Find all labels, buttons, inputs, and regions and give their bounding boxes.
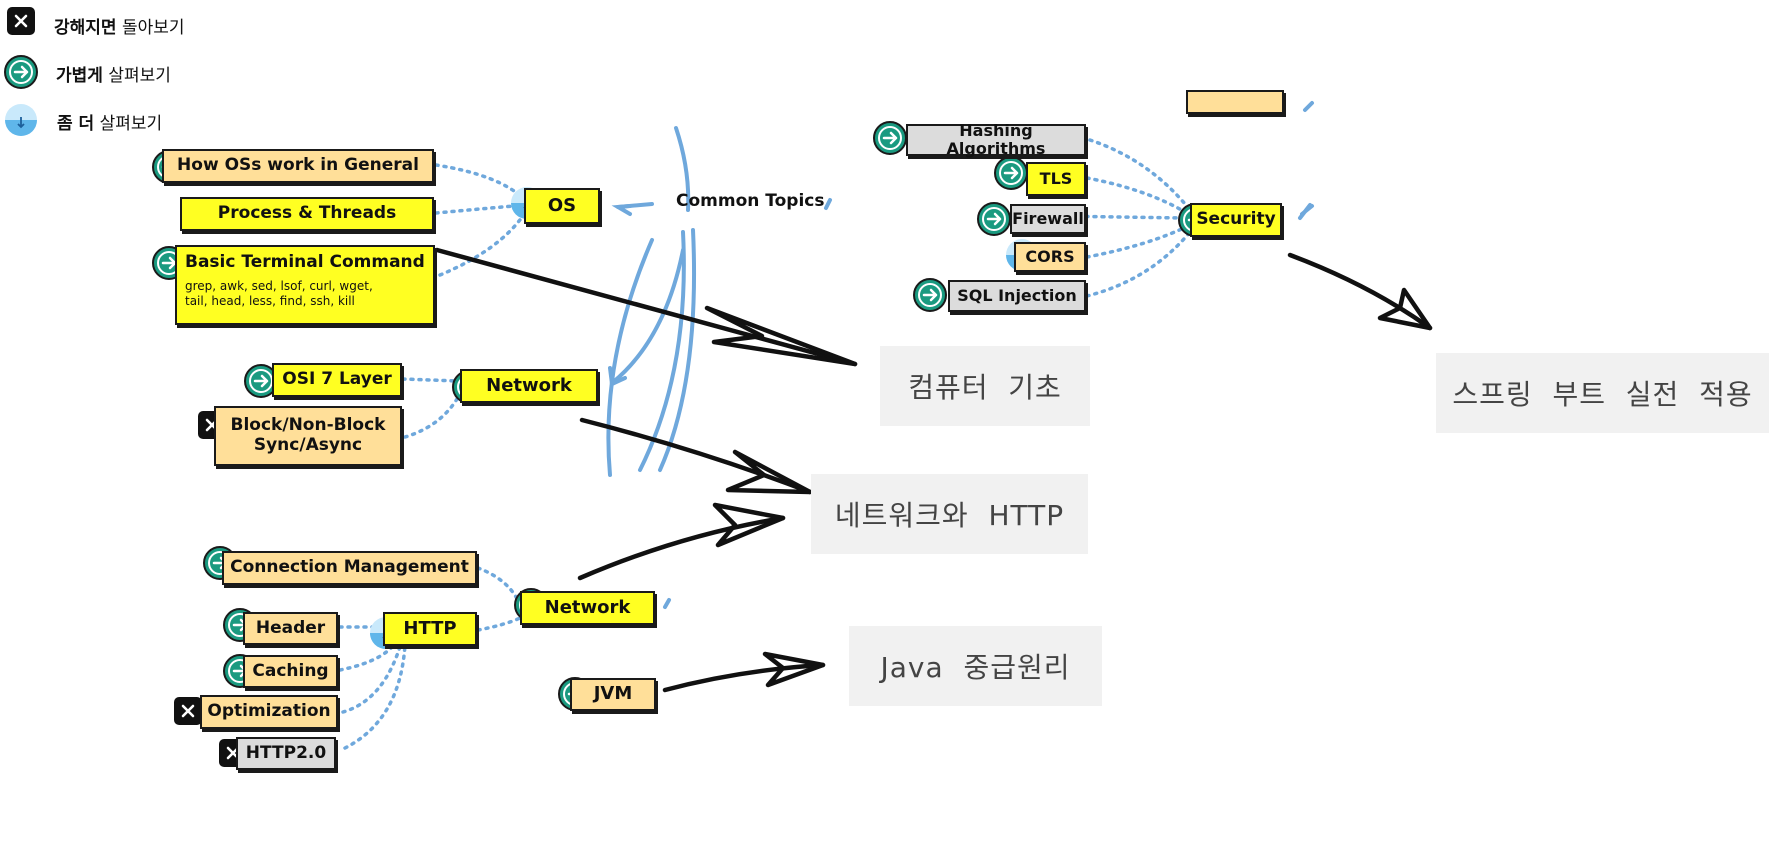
terminal-commands: grep, awk, sed, lsof, curl, wget,tail, h… — [185, 279, 373, 310]
legend-rest-label: 돌아보기 — [116, 17, 185, 38]
legend-item-light: 가볍게 살펴보기 — [44, 53, 171, 93]
topic-optimization[interactable]: Optimization — [200, 695, 338, 729]
arrow-right-circle-icon[interactable] — [872, 120, 908, 156]
topic-jvm[interactable]: JVM — [570, 678, 656, 711]
legend-rest-label: 살펴보기 — [94, 113, 163, 134]
legend-bold-label: 가볍게 — [56, 65, 103, 86]
terminal-commands-line2: tail, head, less, find, ssh, kill — [185, 294, 355, 309]
arrow-right-circle-icon[interactable] — [976, 201, 1012, 237]
topic-security[interactable]: Security — [1190, 203, 1282, 237]
close-icon[interactable] — [172, 695, 204, 727]
topic-header[interactable]: Header — [243, 612, 338, 645]
course-network-http[interactable]: 네트워크와 HTTP — [811, 474, 1088, 554]
legend-item-more: 좀 더 살펴보기 — [45, 101, 162, 141]
center-edges — [608, 202, 1312, 387]
topic-process-threads[interactable]: Process & Threads — [180, 197, 434, 231]
topic-basic-terminal-command[interactable]: Basic Terminal Command grep, awk, sed, l… — [175, 245, 435, 325]
terminal-title: Basic Terminal Command — [185, 252, 425, 272]
legend-rest-label: 살펴보기 — [102, 65, 171, 86]
arrow-right-circle-icon[interactable] — [912, 277, 948, 313]
topic-sql-injection[interactable]: SQL Injection — [948, 280, 1086, 312]
topic-network-http[interactable]: Network — [520, 591, 655, 625]
half-circle-down-icon — [4, 103, 38, 137]
topic-osi-7-layer[interactable]: OSI 7 Layer — [272, 363, 402, 397]
topic-how-os-works[interactable]: How OSs work in General — [162, 149, 434, 183]
course-java-advanced[interactable]: Java 중급원리 — [849, 626, 1102, 706]
topic-hashing-algorithms[interactable]: Hashing Algorithms — [906, 121, 1086, 158]
block-line2: Sync/Async — [253, 435, 363, 455]
topic-tls[interactable]: TLS — [1026, 162, 1086, 196]
terminal-commands-line1: grep, awk, sed, lsof, curl, wget, — [185, 278, 373, 293]
topic-caching[interactable]: Caching — [243, 655, 338, 688]
legend-bold-label: 좀 더 — [57, 113, 95, 134]
topic-firewall[interactable]: Firewall — [1010, 204, 1086, 234]
topic-connection-management[interactable]: Connection Management — [222, 551, 477, 585]
close-icon — [5, 5, 37, 37]
topic-clipped-top[interactable] — [1186, 90, 1284, 114]
arrow-right-circle-icon[interactable] — [993, 155, 1029, 191]
arrow-right-circle-icon — [3, 54, 39, 90]
topic-os[interactable]: OS — [524, 188, 600, 224]
legend-item-strong: 강해지면 돌아보기 — [42, 5, 185, 45]
block-line1: Block/Non-Block — [230, 415, 386, 436]
topic-http2[interactable]: HTTP2.0 — [236, 737, 336, 770]
course-arrows — [434, 247, 1433, 693]
topic-cors[interactable]: CORS — [1014, 242, 1086, 272]
topic-network[interactable]: Network — [460, 369, 598, 403]
course-cs-basics[interactable]: 컴퓨터 기초 — [880, 346, 1090, 426]
legend-bold-label: 강해지면 — [54, 17, 117, 38]
center-brackets — [606, 101, 1314, 609]
center-topic-label: Common Topics — [676, 191, 825, 211]
topic-http[interactable]: HTTP — [383, 612, 477, 646]
course-spring-boot[interactable]: 스프링 부트 실전 적용 — [1436, 353, 1769, 433]
